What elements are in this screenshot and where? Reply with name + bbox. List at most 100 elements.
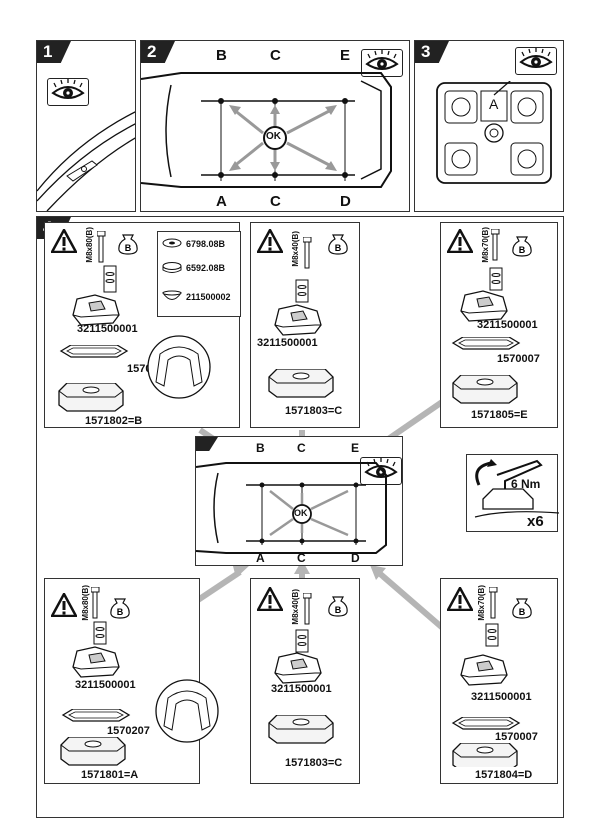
step3-panel: 3 A	[414, 40, 564, 212]
parts-list-box: 6798.08B 6592.08B 211500002	[157, 231, 241, 317]
base-part-number: 1571801=A	[81, 769, 139, 781]
warning-icon	[257, 587, 283, 611]
foot-icon	[274, 304, 322, 336]
step2-panel: 2 OK B C E A C D	[140, 40, 410, 212]
hardware-bag-icon	[328, 596, 348, 617]
part-number: 6798.08B	[186, 239, 226, 249]
base-icon	[58, 383, 124, 412]
car-roof-diagram	[141, 72, 392, 188]
point-label-bottom-a: A	[256, 551, 265, 565]
warning-icon	[447, 229, 473, 253]
foot-top-view	[436, 81, 552, 184]
hardware-bag-icon	[512, 598, 532, 619]
foot-icon	[460, 654, 508, 686]
pad-icon	[452, 337, 520, 350]
bolt-icon	[489, 587, 498, 619]
kit-d-panel: M8x70(B) 3211500001 1570007 1571804=D	[440, 578, 558, 784]
base-part-number: 1571805=E	[471, 409, 528, 421]
foot-icon	[72, 646, 120, 678]
hardware-bag-icon	[118, 234, 138, 255]
point-label-top-c: C	[270, 47, 281, 64]
washer-stack-icon	[295, 279, 309, 303]
bolt-spec-label: M8x70(B)	[477, 585, 486, 621]
cap-icon	[162, 290, 182, 300]
kit-e-panel: M8x70(B) 3211500001 1570007 1571805=E	[440, 222, 558, 428]
hex-key-drawing	[474, 459, 559, 518]
step-number: 3	[415, 41, 449, 63]
base-part-number: 1571804=D	[475, 769, 533, 781]
point-label-bottom-a: A	[216, 193, 227, 210]
point-label-bottom-c: C	[297, 551, 306, 565]
bolt-icon	[91, 587, 100, 619]
pad-icon	[452, 717, 520, 730]
bolt-icon	[491, 229, 500, 261]
foot-icon	[274, 652, 322, 684]
washer-icon	[162, 238, 182, 248]
ok-label: OK	[266, 131, 281, 142]
point-label-top-b: B	[256, 441, 265, 455]
pad-icon	[60, 345, 128, 358]
pad-part-number: 1570007	[497, 353, 540, 365]
washer-stack-icon	[93, 621, 107, 645]
point-label-top-b: B	[216, 47, 227, 64]
foot-part-number: 3211500001	[271, 683, 332, 695]
foot-part-number: 3211500001	[77, 323, 138, 335]
base-part-number: 1571803=C	[285, 757, 343, 769]
torque-panel: 6 Nm x6	[466, 454, 559, 532]
foot-part-number: 3211500001	[471, 691, 532, 703]
torque-value: 6 Nm	[511, 477, 541, 491]
warning-icon	[51, 593, 77, 617]
foot-marking-label: A	[489, 96, 499, 112]
warning-icon	[51, 229, 77, 253]
base-icon	[268, 715, 334, 744]
car-roof-diagram	[196, 462, 387, 554]
bolt-spec-label: M8x40(B)	[291, 231, 300, 267]
base-icon	[452, 743, 518, 767]
foot-part-number: 3211500001	[75, 679, 136, 691]
part-number: 211500002	[186, 292, 231, 302]
washer-stack-icon	[103, 265, 117, 293]
bolt-spec-label: M8x40(B)	[291, 589, 300, 625]
kit-b-panel: M8x80(B) 6798.08B 6592.08B 211500002 321…	[44, 222, 241, 428]
hardware-bag-icon	[512, 236, 532, 257]
rail-detail-circle	[155, 679, 219, 743]
base-icon	[452, 375, 518, 404]
pad-part-number: 1570007	[495, 731, 538, 743]
base-part-number: 1571803=C	[285, 405, 343, 417]
repeat-count: x6	[527, 513, 544, 530]
foot-part-number: 3211500001	[257, 337, 318, 349]
roof-rail-drawing	[37, 111, 135, 211]
warning-icon	[447, 587, 473, 611]
point-label-top-e: E	[351, 441, 360, 455]
point-label-top-e: E	[340, 47, 351, 64]
point-label-bottom-d: D	[351, 551, 360, 565]
kit-c-top-panel: M8x40(B) 3211500001 1571803=C	[250, 222, 360, 428]
spacer-icon	[162, 262, 182, 273]
step1-panel: 1	[36, 40, 136, 212]
kit-a-panel: M8x80(B) 3211500001 1570207 1571801=A	[44, 578, 200, 784]
base-part-number: 1571802=B	[85, 415, 143, 427]
bolt-spec-label: M8x70(B)	[481, 227, 490, 263]
point-label-bottom-d: D	[340, 193, 351, 210]
eye-icon	[515, 47, 557, 75]
kit-c-bottom-panel: M8x40(B) 3211500001 1571803=C	[250, 578, 360, 784]
hardware-bag-icon	[110, 598, 130, 619]
eye-icon	[360, 457, 402, 485]
washer-stack-icon	[489, 267, 503, 291]
step-number: 2	[141, 41, 175, 63]
washer-stack-icon	[485, 623, 499, 647]
ok-label: OK	[294, 508, 308, 518]
point-label-top-c: C	[297, 441, 306, 455]
foot-icon	[72, 294, 120, 326]
center-roof-panel: OK B C E A C D	[195, 436, 403, 566]
bolt-icon	[97, 231, 106, 263]
part-number: 6592.08B	[186, 263, 226, 273]
foot-icon	[460, 290, 508, 322]
rail-detail-circle	[147, 335, 211, 399]
bolt-icon	[303, 237, 312, 269]
pad-icon	[62, 709, 130, 722]
point-label-bottom-c: C	[270, 193, 281, 210]
base-icon	[60, 737, 126, 766]
washer-stack-icon	[295, 629, 309, 653]
bolt-spec-label: M8x80(B)	[85, 227, 94, 263]
